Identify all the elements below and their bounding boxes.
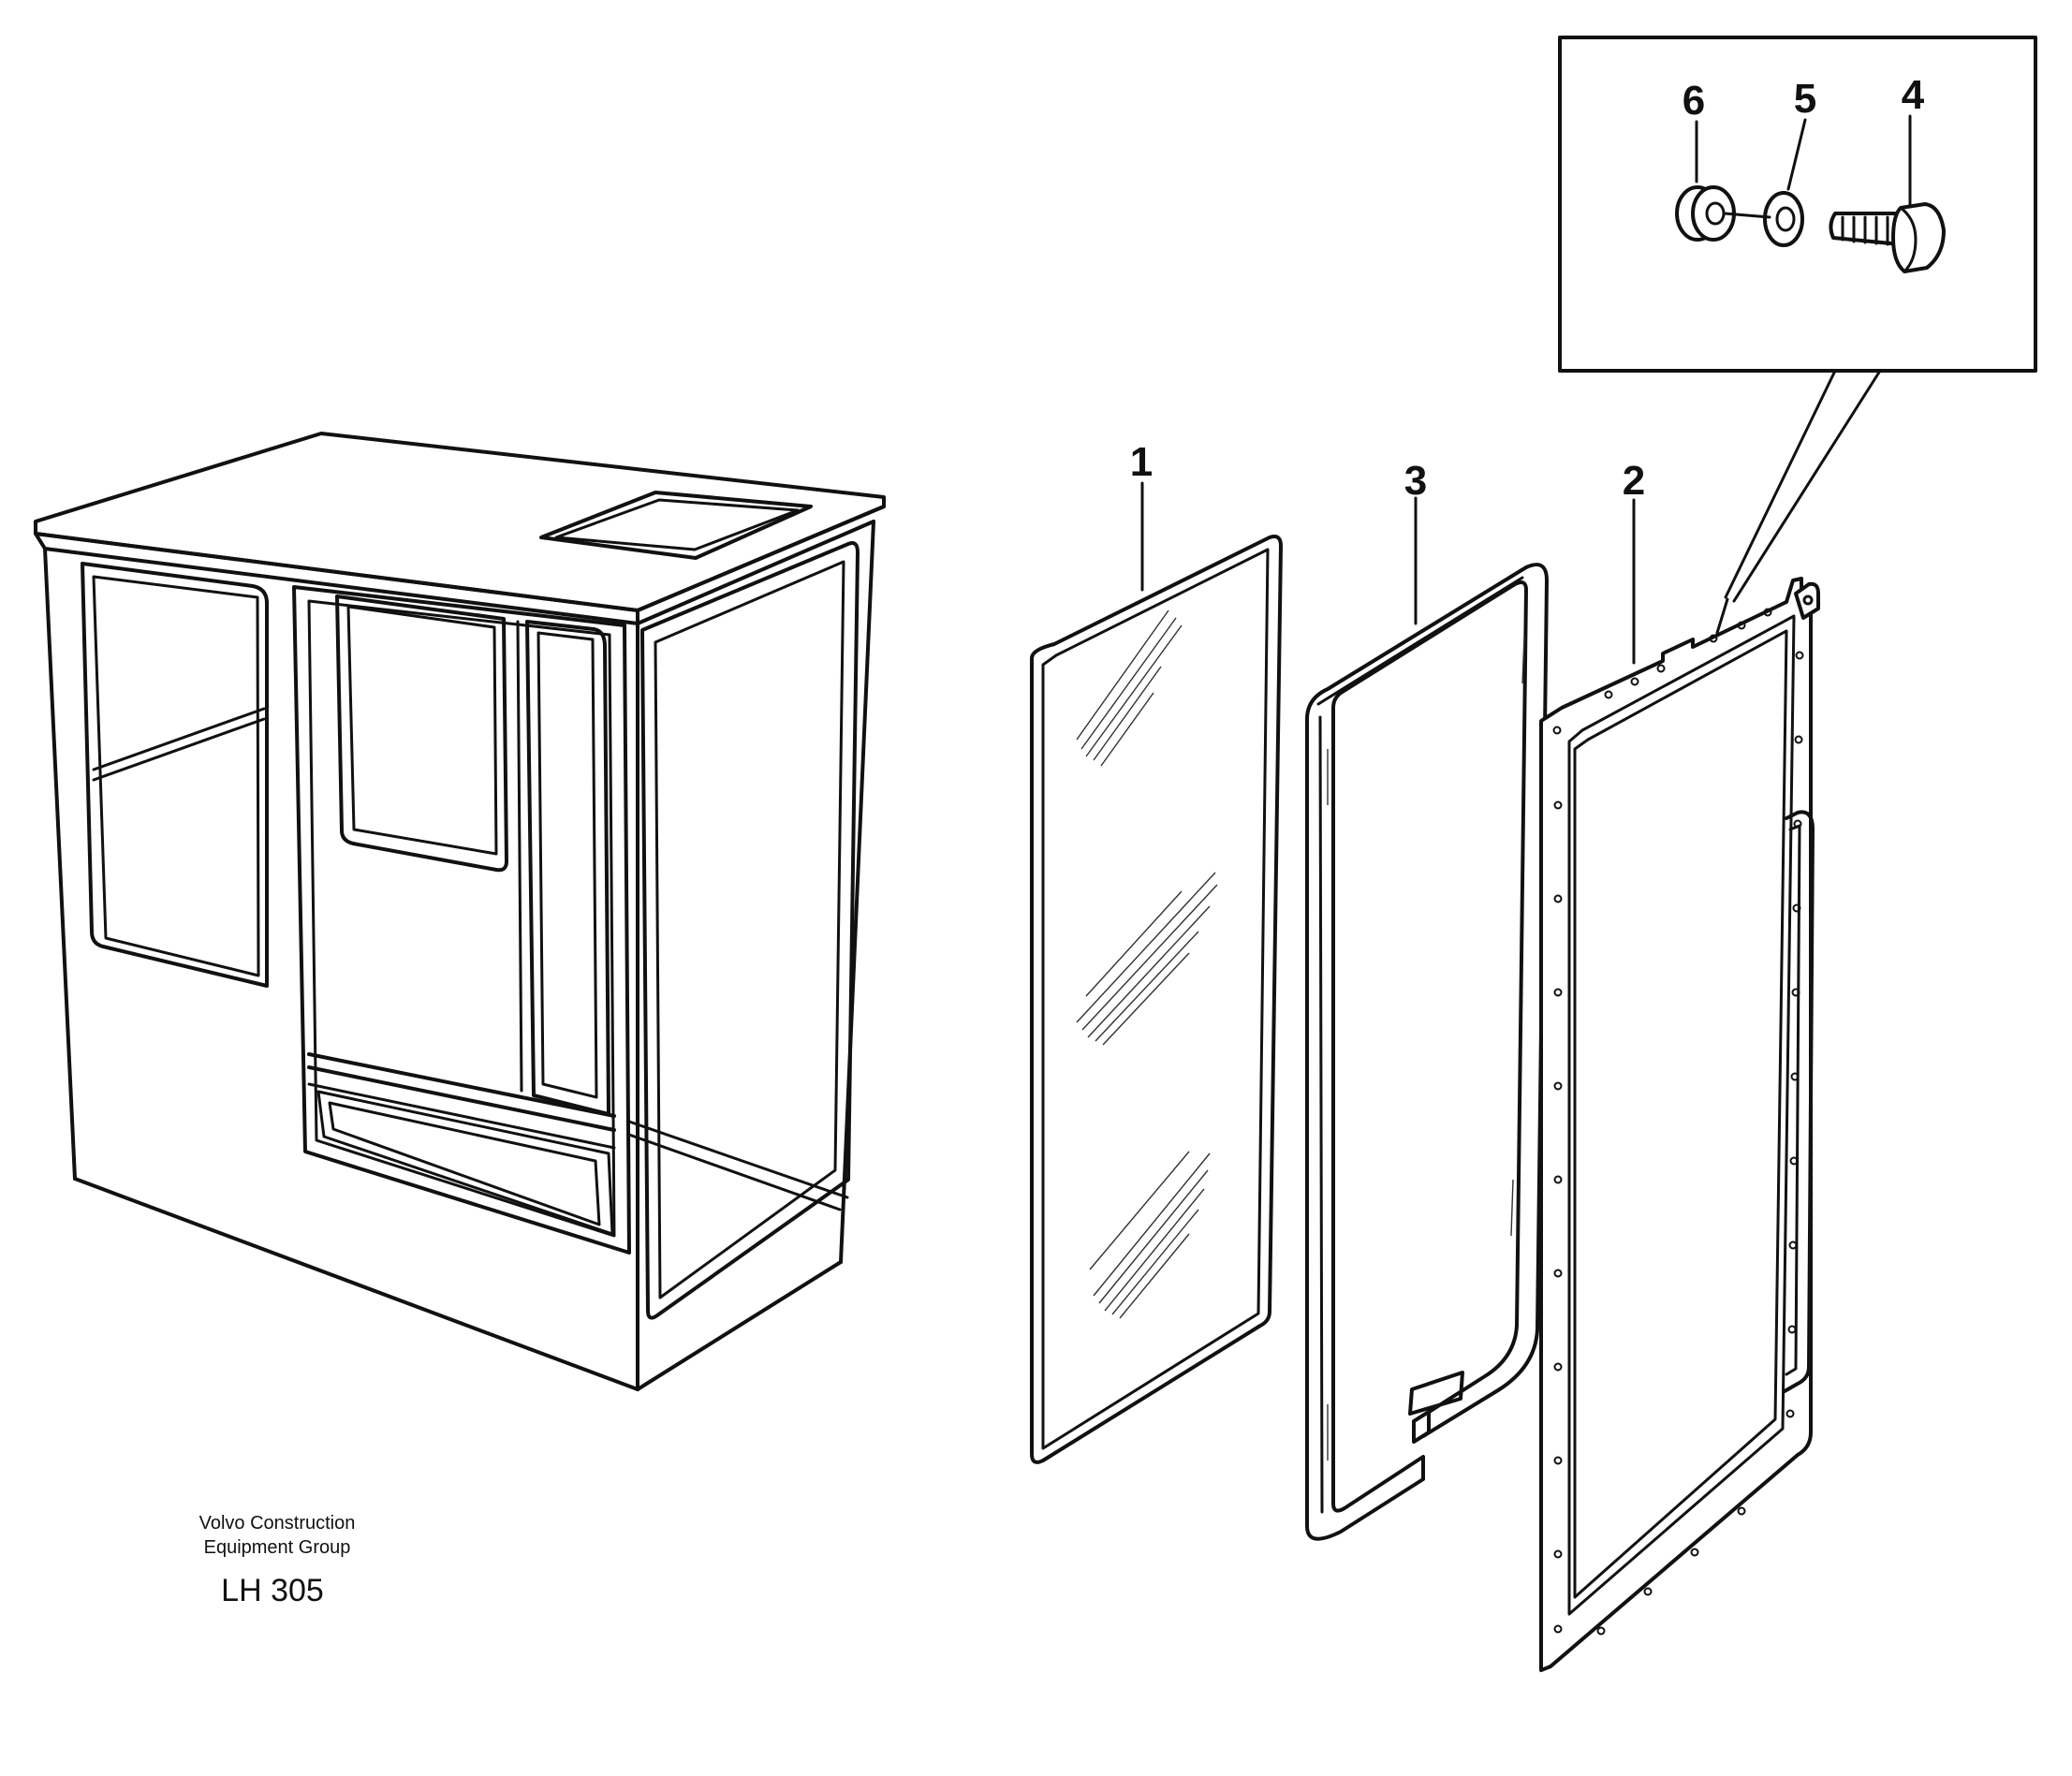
glass-pane bbox=[1030, 535, 1283, 1464]
callout-3: 3 bbox=[1404, 458, 1427, 504]
window-frame bbox=[1539, 577, 1820, 1672]
callout-1: 1 bbox=[1130, 439, 1153, 485]
callout-5: 5 bbox=[1794, 76, 1816, 122]
caption-line-1: Volvo Construction bbox=[199, 1513, 356, 1534]
glass-reflection-lines bbox=[1076, 609, 1218, 1319]
washer-part bbox=[1763, 191, 1804, 247]
drawing-code: LH 305 bbox=[221, 1573, 324, 1608]
publisher-caption: Volvo Construction Equipment Group LH 30… bbox=[199, 1513, 356, 1608]
bushing-part bbox=[1675, 185, 1736, 242]
bolt-part bbox=[1829, 202, 1946, 273]
caption-line-2: Equipment Group bbox=[204, 1537, 351, 1558]
cab-illustration bbox=[34, 432, 886, 1391]
callout-6: 6 bbox=[1683, 78, 1705, 124]
frame-bolt-holes bbox=[1552, 608, 1804, 1636]
detail-inset bbox=[1558, 36, 2037, 635]
callout-4: 4 bbox=[1902, 72, 1925, 118]
rubber-seal-strip bbox=[1305, 563, 1549, 1541]
callout-2: 2 bbox=[1623, 458, 1645, 504]
